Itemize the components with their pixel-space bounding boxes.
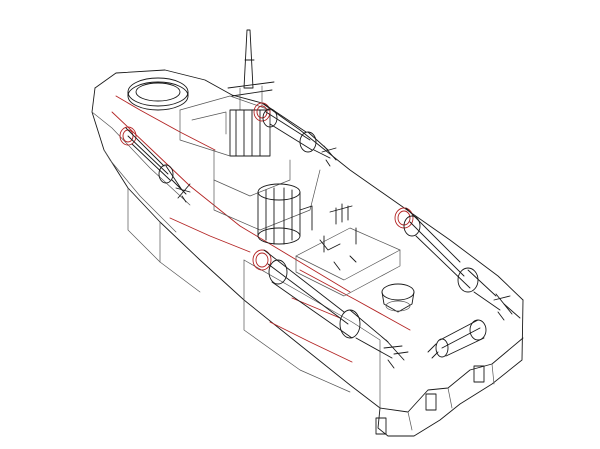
torpedo-tube-forward-starboard (253, 102, 337, 167)
center-deckhouse (213, 149, 401, 297)
deck-guide-lines (111, 95, 411, 363)
stern-hatch (381, 283, 415, 313)
stern-launcher (427, 319, 487, 359)
torpedo-tube-aft-port (252, 249, 409, 369)
hull (91, 69, 524, 437)
torpedo-tube-forward-port (119, 126, 191, 203)
torpedo-tube-aft-starboard (394, 207, 521, 321)
bow-ring (127, 77, 189, 111)
stern-fitting (473, 365, 485, 383)
stern-fitting (425, 393, 437, 411)
stern-fitting (375, 417, 387, 435)
mast (179, 29, 275, 157)
